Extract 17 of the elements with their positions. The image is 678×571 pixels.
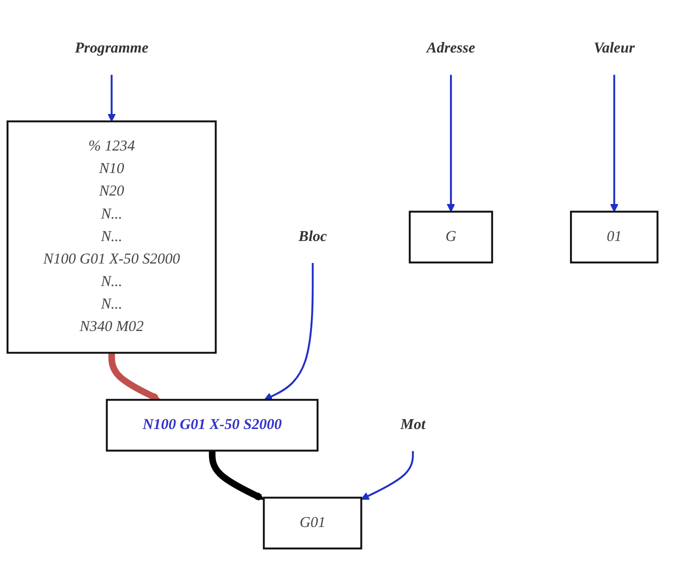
arrow (264, 262, 314, 400)
node-box: % 1234 N10 N20 N... N... N100 G01 X-50 S2000 N... N... N340 M02 (6, 120, 217, 354)
node-box: N100 G01 X-50 S2000 (106, 398, 318, 452)
arrow (108, 352, 160, 401)
node-text: Bloc (298, 228, 327, 244)
arrow (208, 450, 264, 500)
arrow (610, 74, 618, 212)
node-box: G01 (262, 496, 362, 549)
arrow (108, 74, 116, 122)
node-text: Adresse (426, 40, 476, 56)
node-text: Programme (74, 40, 148, 56)
node-text: Mot (400, 416, 426, 432)
arrow (360, 450, 414, 500)
node-box: 01 (570, 210, 658, 263)
node-text: Valeur (594, 40, 635, 56)
arrow (446, 74, 456, 212)
node-box: G (408, 210, 494, 263)
